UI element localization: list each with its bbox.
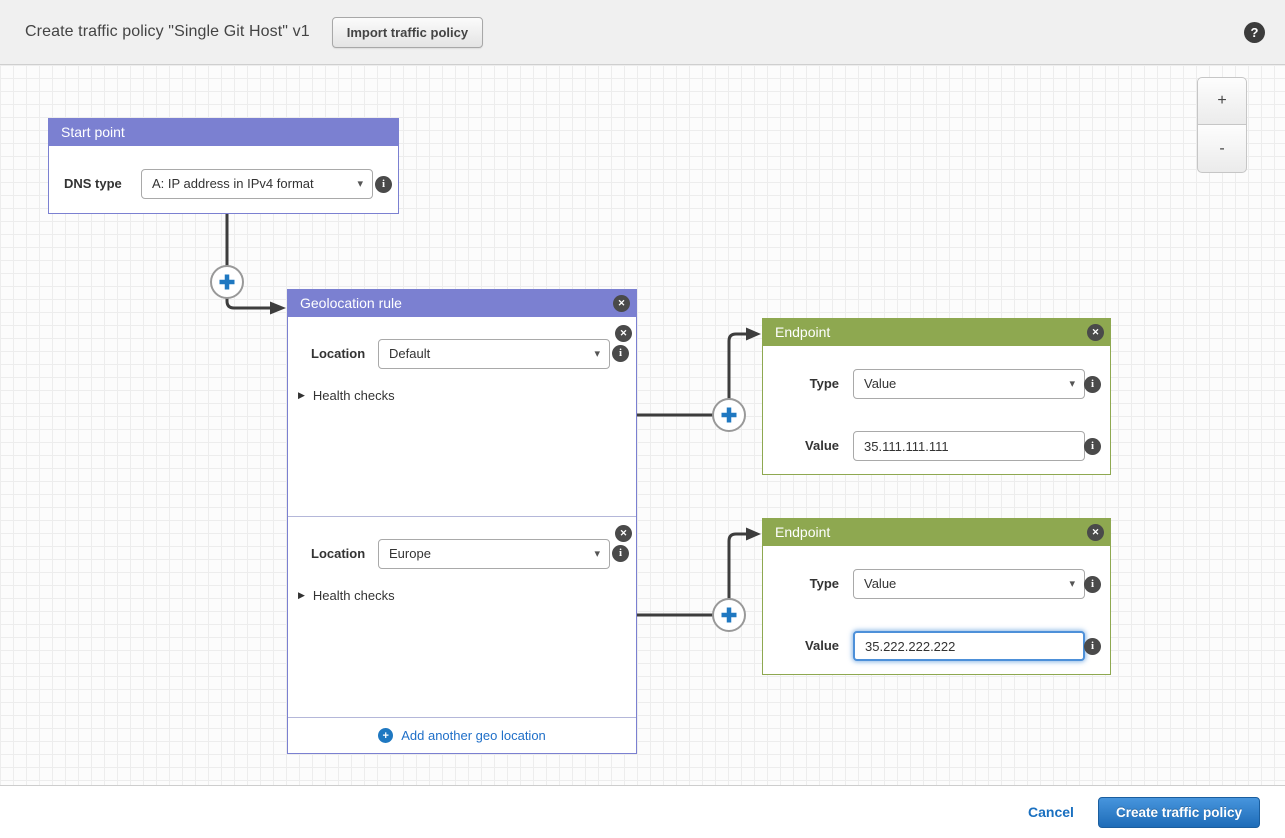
type-label: Type [809, 576, 839, 591]
policy-canvas: + - Start point DNS type A: IP address i… [0, 65, 1285, 785]
dns-type-info-icon[interactable]: i [375, 176, 392, 193]
arrowhead-to-endpoint1 [746, 327, 761, 341]
health-checks-label: Health checks [312, 588, 395, 603]
endpoint-value-info-icon[interactable]: i [1084, 438, 1101, 455]
endpoint-type-selected-value: Value [864, 376, 897, 391]
location-selected-value: Europe [389, 546, 431, 561]
import-traffic-policy-button[interactable]: Import traffic policy [331, 16, 484, 48]
chevron-down-icon: ▾ [357, 178, 363, 190]
canvas-zoom-controls: + - [1197, 77, 1247, 173]
health-checks-toggle[interactable]: ▶ Health checks [298, 588, 395, 603]
close-icon[interactable]: ✕ [1087, 524, 1104, 541]
endpoint-type-selected-value: Value [864, 576, 897, 591]
close-icon[interactable]: ✕ [615, 525, 632, 542]
zoom-in-button[interactable]: + [1197, 77, 1247, 125]
chevron-down-icon: ▾ [594, 348, 600, 360]
endpoint-title: Endpoint [775, 524, 831, 540]
geolocation-rule-header: Geolocation rule ✕ [288, 290, 636, 317]
location-label: Location [311, 346, 366, 361]
chevron-down-icon: ▾ [1069, 578, 1075, 590]
add-geo-location-link[interactable]: + Add another geo location [288, 717, 636, 753]
zoom-out-button[interactable]: - [1197, 125, 1247, 173]
dns-type-selected-value: A: IP address in IPv4 format [152, 176, 314, 191]
start-point-title: Start point [61, 124, 125, 140]
dns-type-select[interactable]: A: IP address in IPv4 format ▾ [141, 169, 373, 199]
wire-plus-to-geo [225, 298, 270, 310]
add-endpoint-connector-button-1[interactable] [712, 398, 746, 432]
health-checks-toggle[interactable]: ▶ Health checks [298, 388, 395, 403]
endpoint-box-2: Endpoint ✕ Type Value ▾ i Value i [762, 518, 1111, 675]
start-point-box: Start point DNS type A: IP address in IP… [48, 118, 399, 214]
type-label: Type [809, 376, 839, 391]
location-selected-value: Default [389, 346, 431, 361]
page-title: Create traffic policy "Single Git Host" … [25, 23, 310, 40]
chevron-down-icon: ▾ [594, 548, 600, 560]
dns-type-label: DNS type [64, 176, 122, 191]
value-label: Value [805, 638, 839, 653]
geo-rule-section-europe: ✕ Location Europe ▾ i ▶ Health checks [288, 516, 636, 717]
endpoint-header: Endpoint ✕ [763, 319, 1110, 346]
add-geo-location-label: Add another geo location [401, 728, 546, 743]
close-icon[interactable]: ✕ [1087, 324, 1104, 341]
add-endpoint-connector-button-2[interactable] [712, 598, 746, 632]
top-bar: Create traffic policy "Single Git Host" … [0, 0, 1285, 65]
expander-collapsed-icon: ▶ [298, 390, 305, 400]
endpoint-value-input[interactable] [853, 631, 1085, 661]
endpoint-type-info-icon[interactable]: i [1084, 576, 1101, 593]
close-icon[interactable]: ✕ [615, 325, 632, 342]
create-traffic-policy-button[interactable]: Create traffic policy [1097, 796, 1260, 828]
location-select-default[interactable]: Default ▾ [378, 339, 610, 369]
endpoint-type-select[interactable]: Value ▾ [853, 369, 1085, 399]
geolocation-rule-title: Geolocation rule [300, 295, 402, 311]
chevron-down-icon: ▾ [1069, 378, 1075, 390]
expander-collapsed-icon: ▶ [298, 590, 305, 600]
location-info-icon[interactable]: i [612, 545, 629, 562]
add-plus-icon: + [378, 728, 394, 743]
cancel-link[interactable]: Cancel [1028, 804, 1074, 820]
action-footer: Cancel Create traffic policy [0, 785, 1285, 838]
location-info-icon[interactable]: i [612, 345, 629, 362]
close-icon[interactable]: ✕ [613, 295, 630, 312]
start-point-header: Start point [49, 119, 398, 146]
geolocation-rule-box: Geolocation rule ✕ ✕ Location Default ▾ … [287, 289, 637, 754]
endpoint-title: Endpoint [775, 324, 831, 340]
health-checks-label: Health checks [312, 388, 395, 403]
add-rule-connector-button[interactable] [210, 265, 244, 299]
endpoint-type-info-icon[interactable]: i [1084, 376, 1101, 393]
wire-plus-to-endpoint2 [727, 532, 746, 599]
endpoint-type-select[interactable]: Value ▾ [853, 569, 1085, 599]
endpoint-value-info-icon[interactable]: i [1084, 638, 1101, 655]
wire-plus-to-endpoint1 [727, 332, 746, 399]
endpoint-value-input[interactable] [853, 431, 1085, 461]
value-label: Value [805, 438, 839, 453]
geo-rule-section-default: ✕ Location Default ▾ i ▶ Health checks [288, 317, 636, 516]
arrowhead-to-endpoint2 [746, 527, 761, 541]
location-label: Location [311, 546, 366, 561]
arrowhead-to-geo [270, 301, 286, 315]
location-select-europe[interactable]: Europe ▾ [378, 539, 610, 569]
help-icon[interactable]: ? [1244, 21, 1265, 43]
endpoint-header: Endpoint ✕ [763, 519, 1110, 546]
endpoint-box-1: Endpoint ✕ Type Value ▾ i Value i [762, 318, 1111, 475]
